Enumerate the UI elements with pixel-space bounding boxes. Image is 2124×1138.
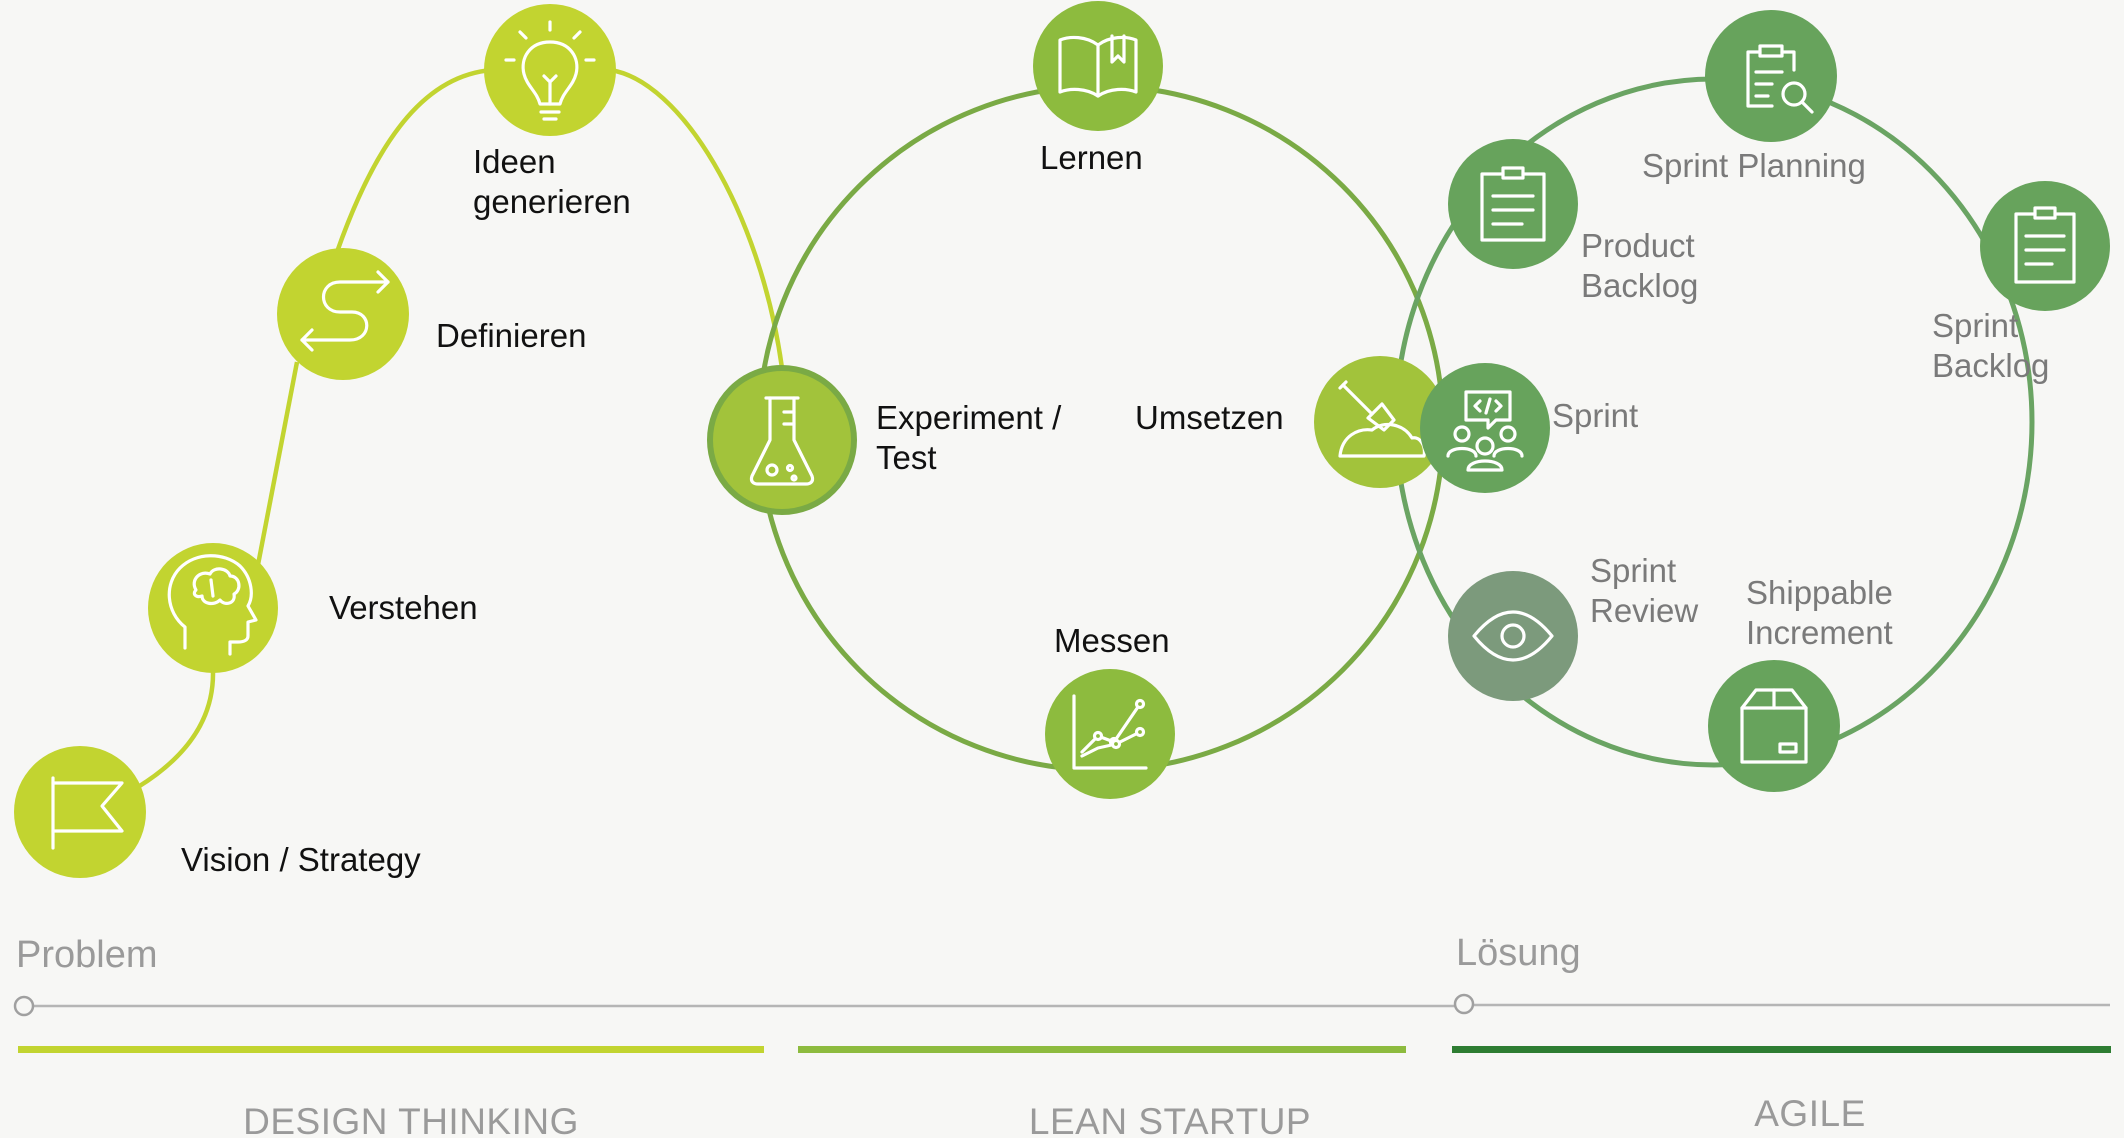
team-code-icon <box>1446 390 1524 472</box>
clipboard-icon <box>1480 166 1546 242</box>
flag-icon <box>51 776 124 850</box>
label-shippable: Shippable <box>1746 574 1893 611</box>
label-ideen: Ideen <box>473 143 556 180</box>
step-ideen-generieren <box>484 4 616 136</box>
label-lernen: Lernen <box>1040 139 1143 176</box>
section-label-agile: AGILE <box>1754 1093 1866 1134</box>
label-increment: Increment <box>1746 614 1893 651</box>
node-shippable-increment <box>1708 660 1840 792</box>
section-bar-lean-startup <box>798 1046 1406 1053</box>
book-icon <box>1058 34 1138 98</box>
label-verstehen: Verstehen <box>329 589 478 626</box>
node-sprint <box>1420 363 1550 493</box>
node-product-backlog <box>1448 139 1578 269</box>
step-vision-strategy <box>14 746 146 878</box>
flask-icon <box>749 396 815 486</box>
label-experiment: Experiment / <box>876 399 1062 436</box>
label-test: Test <box>876 439 937 476</box>
head-brain-icon <box>167 554 258 656</box>
problem-solution-axis <box>13 993 2110 1017</box>
section-label-design-thinking: DESIGN THINKING <box>243 1101 579 1138</box>
node-sprint-backlog <box>1980 181 2110 311</box>
step-definieren <box>277 248 409 380</box>
node-sprint-planning <box>1705 10 1837 142</box>
box-icon <box>1740 688 1808 764</box>
label-generieren: generieren <box>473 183 631 220</box>
label-definieren: Definieren <box>436 317 586 354</box>
node-messen <box>1045 669 1175 799</box>
axis-label-problem: Problem <box>16 934 158 976</box>
design-thinking-path <box>136 67 785 789</box>
section-label-lean-startup: LEAN STARTUP <box>1029 1101 1311 1138</box>
step-verstehen <box>148 543 278 673</box>
label-sprint: Sprint <box>1552 397 1638 434</box>
node-sprint-review <box>1448 571 1578 701</box>
label-sprint-review-1: Sprint <box>1590 552 1676 589</box>
section-bar-design-thinking <box>18 1046 764 1053</box>
label-umsetzen: Umsetzen <box>1135 399 1284 436</box>
axis-label-loesung: Lösung <box>1456 932 1581 974</box>
node-experiment-test <box>707 365 857 515</box>
lightbulb-icon <box>504 20 596 121</box>
eye-icon <box>1472 610 1554 662</box>
label-sprint-review-2: Review <box>1590 592 1698 629</box>
clipboard-icon <box>2014 206 2076 284</box>
axis-solution-marker <box>1453 993 1475 1015</box>
node-lernen <box>1033 1 1163 131</box>
clipboard-search-icon <box>1746 44 1814 114</box>
section-bar-agile <box>1452 1046 2111 1053</box>
axis-start-marker <box>13 995 35 1017</box>
line-chart-icon <box>1072 694 1148 770</box>
path-arrows-icon <box>300 270 390 352</box>
label-vision-strategy: Vision / Strategy <box>181 841 421 878</box>
label-product-backlog: Backlog <box>1581 267 1698 304</box>
label-sprint-top: Sprint <box>1932 307 2018 344</box>
label-messen: Messen <box>1054 622 1170 659</box>
label-sprint-planning: Sprint Planning <box>1642 147 1866 184</box>
label-product: Product <box>1581 227 1695 264</box>
label-sprint-backlog: Backlog <box>1932 347 2049 384</box>
